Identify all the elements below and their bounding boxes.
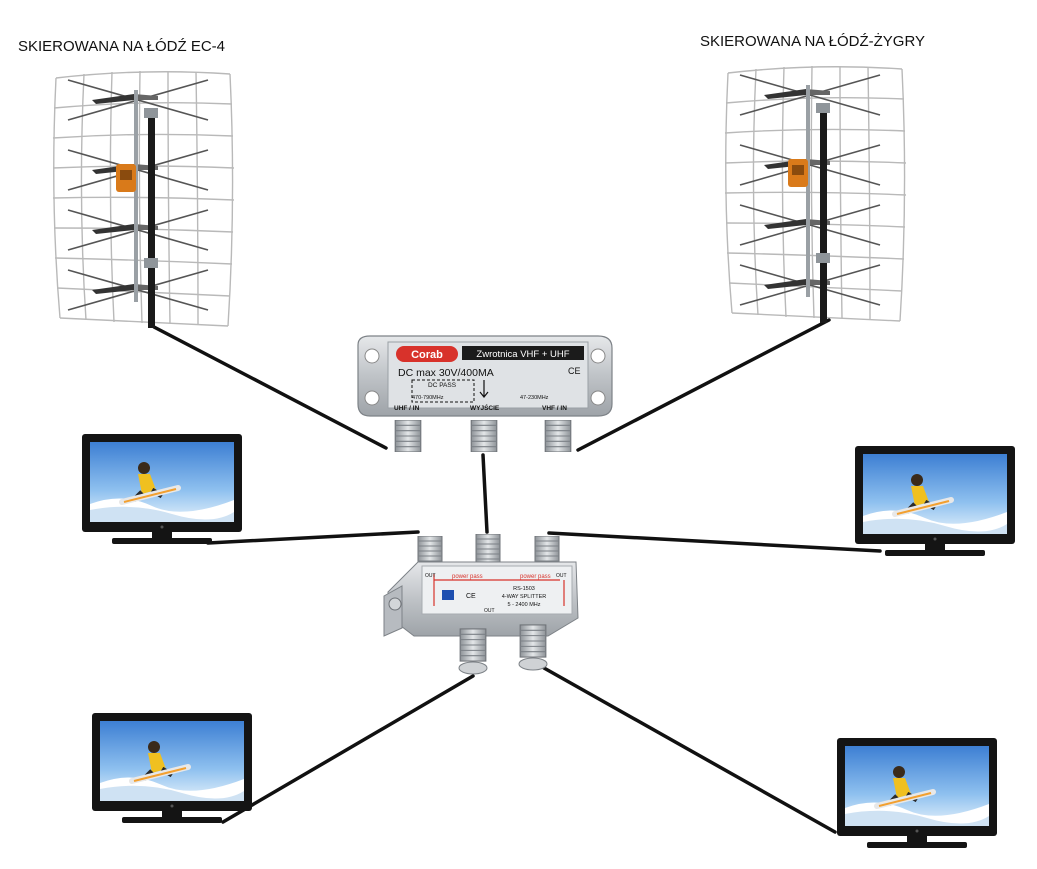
combiner-ce-mark: CE <box>568 366 581 376</box>
combiner-title: Zwrotnica VHF + UHF <box>476 349 569 360</box>
splitter-power-pass-2: power pass <box>520 574 551 580</box>
splitter-name: 4-WAY SPLITTER <box>502 594 547 600</box>
antenna-left-label: SKIEROWANA NA ŁÓDŹ EC-4 <box>18 38 225 55</box>
cable-antenna-right <box>576 318 831 452</box>
combiner-port-vhf-connector <box>544 420 572 452</box>
antenna-right-icon <box>724 65 907 324</box>
tv-3-icon <box>92 713 252 823</box>
cable-tv-4 <box>542 666 837 834</box>
antenna-right-label: SKIEROWANA NA ŁÓDŹ-ŻYGRY <box>700 33 926 50</box>
combiner-uhf-range: 470-790MHz <box>412 395 444 401</box>
cable-tv-2 <box>547 531 882 553</box>
splitter-port-bottom-right <box>519 624 547 658</box>
splitter-range: 5 - 2400 MHz <box>507 602 540 608</box>
splitter-ce-mark: CE <box>466 593 476 600</box>
svg-text:Corab: Corab <box>411 349 443 361</box>
splitter-port-in <box>475 534 501 564</box>
cable-combiner-splitter <box>481 453 489 534</box>
combiner-port-vhf: VHF / IN <box>542 405 567 412</box>
splitter-power-pass-1: power pass <box>452 574 483 580</box>
antenna-left-icon <box>52 70 235 329</box>
cable-antenna-left <box>152 325 388 450</box>
splitter-port-bottom-left <box>459 628 487 662</box>
splitter-out-label-1: OUT <box>425 573 436 579</box>
combiner-dc-rating: DC max 30V/400MA <box>398 367 494 379</box>
tv-1-icon <box>82 434 242 544</box>
corab-logo: Corab <box>396 346 458 362</box>
cable-tv-3 <box>221 674 475 824</box>
combiner-dc-pass: DC PASS <box>428 382 457 389</box>
cables <box>152 318 882 834</box>
splitter-model: RS-1503 <box>513 586 535 592</box>
splitter-out-label-2: OUT <box>556 573 567 579</box>
cable-tv-1 <box>206 530 420 545</box>
combiner-vhf-range: 47-230MHz <box>520 395 549 401</box>
tv-2-icon <box>855 446 1015 556</box>
tv-4-icon <box>837 738 997 848</box>
splitter: power pass power pass OUT OUT CE RS-1503… <box>383 534 579 675</box>
splitter-out-label-3: OUT <box>484 608 495 614</box>
combiner-port-uhf: UHF / IN <box>394 405 420 412</box>
combiner-port-out: WYJŚCIE <box>470 403 500 412</box>
combiner-port-out-connector <box>470 420 498 452</box>
combiner-port-uhf-connector <box>394 420 422 452</box>
combiner: Corab Zwrotnica VHF + UHF DC max 30V/400… <box>357 335 613 452</box>
